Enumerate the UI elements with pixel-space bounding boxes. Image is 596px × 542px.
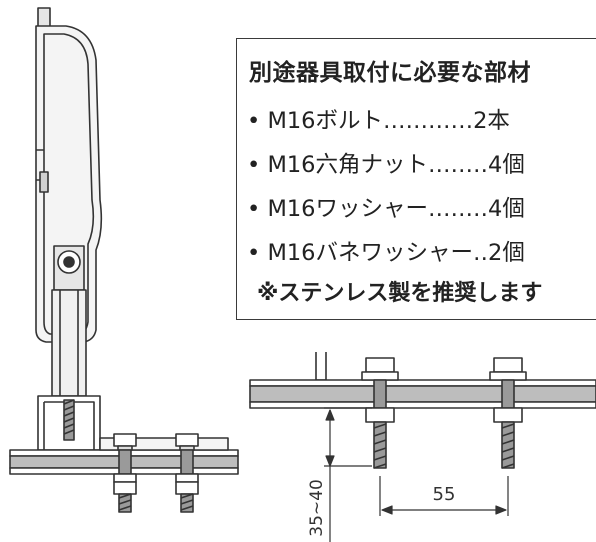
mounting-arm — [51, 289, 87, 397]
bullet: • — [247, 196, 261, 222]
list-item: • M16バネワッシャー‥2個 — [247, 235, 525, 267]
panel-title: 別途器具取付に必要な部材 — [249, 60, 531, 86]
list-item-text: M16バネワッシャー‥2個 — [267, 240, 525, 266]
fixture-body — [35, 7, 103, 343]
spacing-dimension — [379, 476, 509, 516]
list-item: • M16六角ナット‥‥‥‥4個 — [247, 147, 525, 179]
bullet: • — [247, 108, 261, 134]
list-item-text: M16ワッシャー‥‥‥‥4個 — [267, 196, 525, 222]
list-item: • M16ワッシャー‥‥‥‥4個 — [247, 191, 525, 223]
spacing-label: 55 — [433, 484, 456, 505]
bullet: • — [247, 240, 261, 266]
left-bolt-2 — [175, 433, 199, 513]
parts-list-panel: 別途器具取付に必要な部材 • M16ボルト‥‥‥‥‥‥2本 • M16六角ナット… — [236, 38, 596, 320]
bullet: • — [247, 152, 261, 178]
left-bolt-1 — [113, 433, 137, 513]
list-item-text: M16ボルト‥‥‥‥‥‥2本 — [267, 108, 510, 134]
thickness-dimension — [324, 407, 372, 542]
right-bolt-1 — [361, 357, 399, 469]
recommendation-note: ※ステンレス製を推奨します — [257, 281, 543, 306]
list-item: • M16ボルト‥‥‥‥‥‥2本 — [247, 103, 510, 135]
list-item-text: M16六角ナット‥‥‥‥4個 — [267, 152, 525, 178]
base-bracket — [37, 395, 101, 451]
thickness-label: 35~40 — [307, 479, 327, 537]
pivot-joint — [53, 245, 85, 291]
right-plate — [249, 352, 596, 409]
right-bolt-2 — [489, 357, 527, 469]
